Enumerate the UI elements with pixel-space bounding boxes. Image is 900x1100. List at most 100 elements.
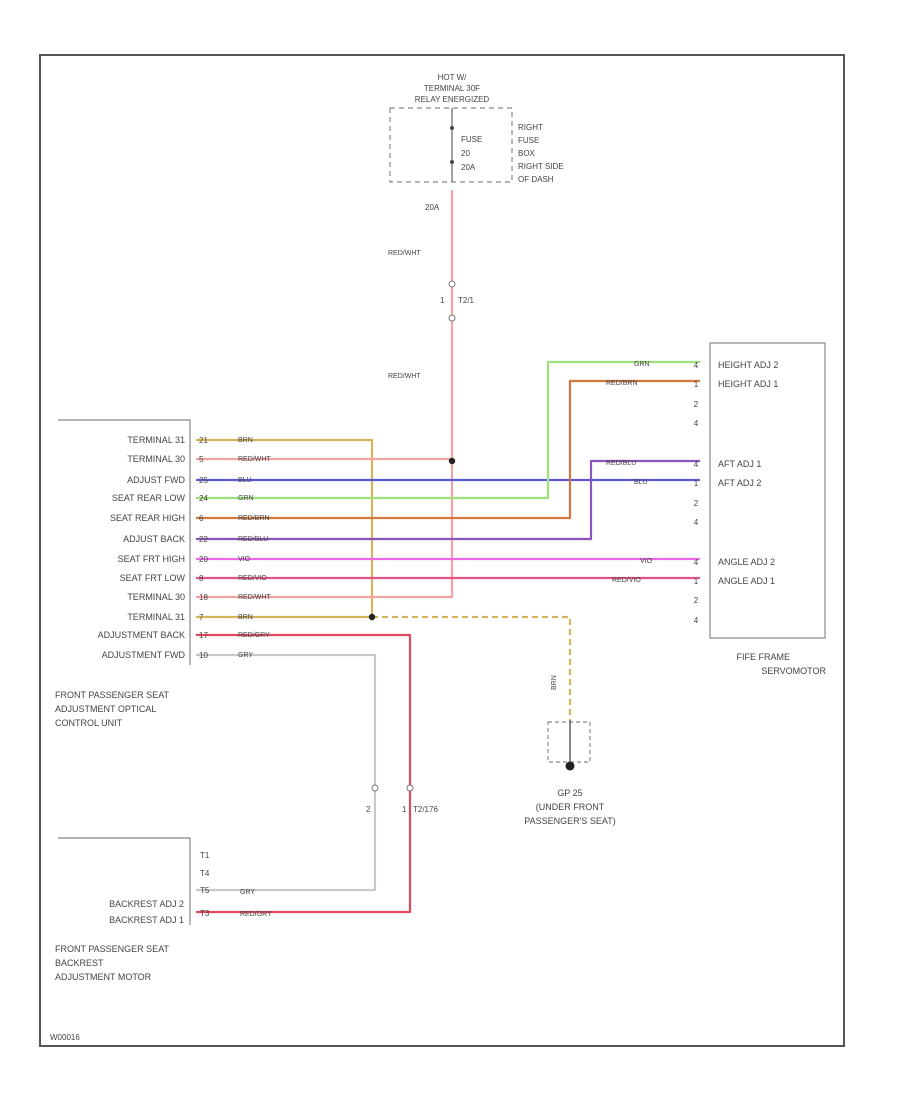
servomotor-pin: 1 [694, 577, 699, 586]
control-unit-wire-label: RED/WHT [238, 456, 271, 463]
wire-redgry [196, 633, 412, 914]
backrest-pin-4: T3 [200, 909, 210, 918]
control-unit-wire-label: RED/BRN [238, 515, 270, 522]
motor-wire-label-3: RED/BLU [606, 460, 636, 467]
backrest-name-3: ADJUSTMENT MOTOR [55, 972, 152, 982]
control-unit-name-3: CONTROL UNIT [55, 718, 123, 728]
control-unit-wire-label: RED/GRY [238, 632, 270, 639]
wire-label-redwht-upper: RED/WHT [388, 250, 421, 257]
fuse-header-3: RELAY ENERGIZED [415, 95, 490, 104]
ground-outline [547, 721, 591, 763]
motor-wire-label-6: RED/VIO [612, 577, 641, 584]
servomotor-pin: 2 [694, 499, 699, 508]
control-unit-wire-label: BLU [238, 477, 252, 484]
servomotor-pin: 4 [694, 460, 699, 469]
servomotor-label: ANGLE ADJ 1 [718, 576, 775, 586]
servomotor-pin: 1 [694, 479, 699, 488]
servomotor-pin: 4 [694, 419, 699, 428]
control-unit-label: ADJUSTMENT BACK [98, 630, 185, 640]
wire-gry [196, 653, 377, 892]
backrest-pin-3: T5 [200, 886, 210, 895]
control-unit-wire-label: RED/WHT [238, 594, 271, 601]
fuse-location-5: OF DASH [518, 175, 554, 184]
control-unit-label: TERMINAL 31 [127, 435, 185, 445]
control-unit-wire-label: RED/BLU [238, 536, 268, 543]
control-unit-pin: 10 [199, 651, 208, 660]
backrest-pin-2: T4 [200, 869, 210, 878]
control-unit-label: TERMINAL 30 [127, 592, 185, 602]
fuse-location-1: RIGHT [518, 123, 543, 132]
wire-redwht-2 [196, 590, 454, 599]
control-unit-label: SEAT FRT LOW [120, 573, 186, 583]
control-unit-wire-label: RED/VIO [238, 575, 267, 582]
control-unit-wire-label: BRN [238, 614, 253, 621]
fuse-header-2: TERMINAL 30F [424, 84, 480, 93]
fuse-box: HOT W/ TERMINAL 30F RELAY ENERGIZED FUSE… [389, 73, 564, 212]
control-unit-name-1: FRONT PASSENGER SEAT [55, 690, 170, 700]
control-unit-outline [58, 419, 191, 665]
servomotor-outline [709, 342, 826, 639]
control-unit-label: TERMINAL 31 [127, 612, 185, 622]
control-unit-pin: 22 [199, 535, 208, 544]
control-unit-wire-label: GRN [238, 495, 254, 502]
servomotor-pin: 4 [694, 558, 699, 567]
control-unit-wire-label: BRN [238, 437, 253, 444]
control-unit-pin: 17 [199, 631, 208, 640]
control-unit-label: SEAT FRT HIGH [118, 554, 185, 564]
servomotor-pin: 4 [694, 361, 699, 370]
footer-code: W00016 [50, 1033, 80, 1042]
control-unit-label: SEAT REAR HIGH [110, 513, 185, 523]
control-unit-pin: 7 [199, 613, 204, 622]
control-unit-pin: 20 [199, 555, 208, 564]
servomotor-pin: 4 [694, 518, 699, 527]
backrest-label-2: BACKREST ADJ 1 [109, 915, 184, 925]
control-unit-pin: 24 [199, 494, 208, 503]
servomotor-pin: 2 [694, 400, 699, 409]
fuse-inner-1: FUSE [461, 135, 482, 144]
servomotor-name-2: SERVOMOTOR [761, 666, 826, 676]
servomotor-label: AFT ADJ 1 [718, 459, 761, 469]
wire-brn-1 [196, 438, 374, 617]
motor-wire-label-5: VIO [640, 558, 653, 565]
motor-wire-label-2: RED/BRN [606, 380, 638, 387]
backrest-connector: 2 1 T2/176 [366, 784, 438, 814]
fuse-location-3: BOX [518, 149, 536, 158]
control-unit-wire-label: GRY [238, 652, 253, 659]
fuse-inner-2: 20 [461, 149, 470, 158]
control-unit-pin: 25 [199, 476, 208, 485]
backrest-wire-label-redgry: RED/GRY [240, 911, 272, 918]
control-unit-name-2: ADJUSTMENT OPTICAL [55, 704, 156, 714]
servomotor-pin: 2 [694, 596, 699, 605]
servomotor-pin: 4 [694, 616, 699, 625]
control-unit-label: ADJUST BACK [123, 534, 185, 544]
splice-redwht [448, 457, 456, 465]
ground-name-2: (UNDER FRONT [536, 802, 605, 812]
servomotor-pin: 1 [694, 380, 699, 389]
diagram-frame [39, 54, 845, 1047]
ground-wire-label: BRN [551, 675, 558, 690]
backrest-motor-outline [58, 837, 191, 925]
backrest-name-1: FRONT PASSENGER SEAT [55, 944, 170, 954]
fuse-header-1: HOT W/ [438, 73, 468, 82]
fuse-inner-3: 20A [461, 163, 476, 172]
connector-t2-1-pin: 1 [440, 296, 445, 305]
splice-brn [368, 613, 376, 621]
control-unit-pin: 21 [199, 436, 208, 445]
backrest-connector-pin-left: 2 [366, 805, 371, 814]
wires [196, 190, 700, 914]
ground-point [565, 761, 575, 771]
control-unit-label: ADJUST FWD [127, 475, 185, 485]
wire-redblu [196, 459, 700, 541]
wire-label-redwht-lower: RED/WHT [388, 373, 421, 380]
motor-wire-label-4: BLU [634, 479, 648, 486]
control-unit-pin: 8 [199, 574, 204, 583]
fuse-location-4: RIGHT SIDE [518, 162, 564, 171]
backrest-connector-name: T2/176 [413, 805, 438, 814]
backrest-motor: T1 T4 T5 T3 BACKREST ADJ 2 BACKREST ADJ … [55, 837, 272, 982]
backrest-wire-label-gry: GRY [240, 889, 255, 896]
ground-name-3: PASSENGER'S SEAT) [524, 816, 615, 826]
fuse-amp-label: 20A [425, 203, 440, 212]
